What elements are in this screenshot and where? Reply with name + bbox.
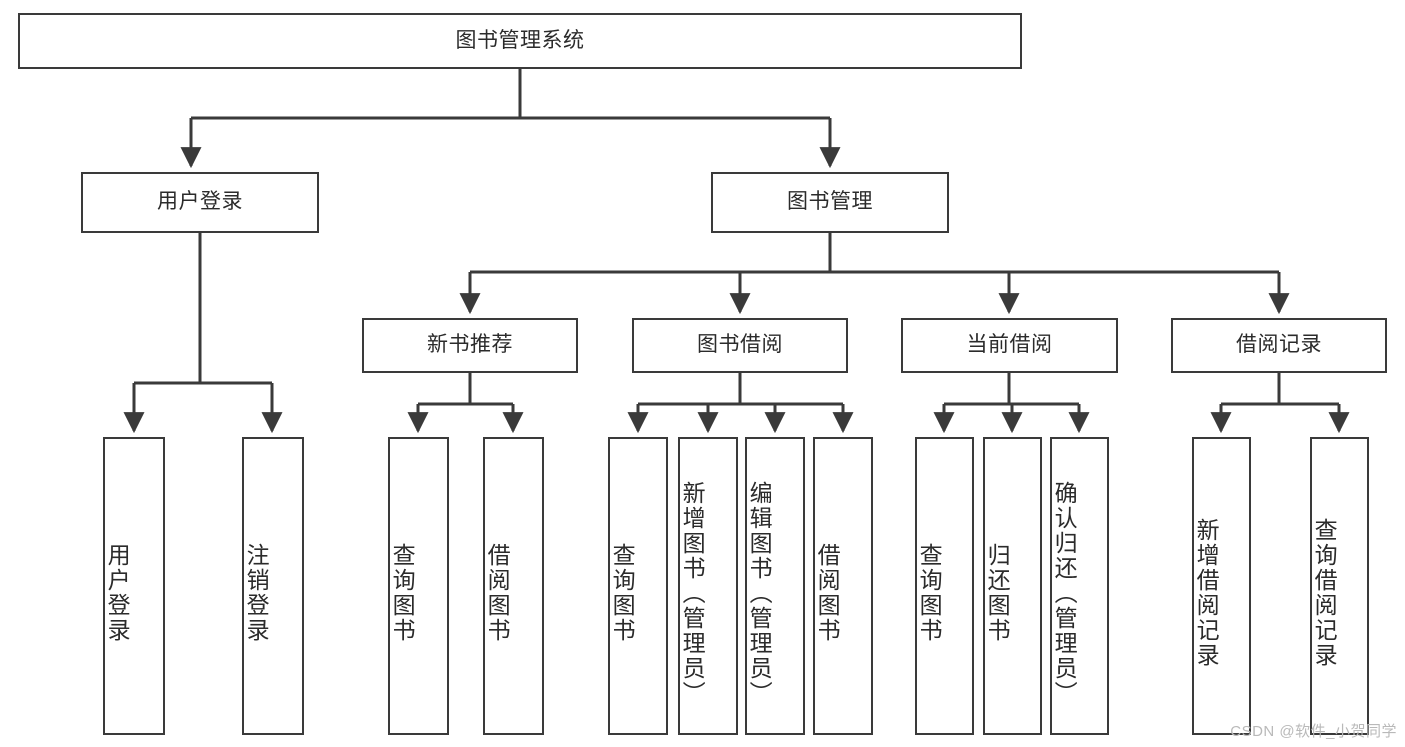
node-user-login-label: 用户登录 <box>157 190 243 214</box>
leaf-add-borrow-record[interactable]: 新增借阅记录 <box>1192 437 1251 735</box>
leaf-edit-book-admin[interactable]: 编辑图书（管理员） <box>745 437 805 735</box>
node-current-borrow-label: 当前借阅 <box>966 333 1053 357</box>
leaf-user-login-label: 用户登录 <box>104 543 131 643</box>
leaf-borrow-book-2[interactable]: 借阅图书 <box>813 437 873 735</box>
node-current-borrow[interactable]: 当前借阅 <box>901 318 1118 373</box>
leaf-borrow-book-1-label: 借阅图书 <box>484 543 511 643</box>
leaf-borrow-book-1[interactable]: 借阅图书 <box>483 437 544 735</box>
node-new-book-recommend-label: 新书推荐 <box>427 333 513 357</box>
leaf-query-book-1-label: 查询图书 <box>389 543 416 643</box>
leaf-query-book-3[interactable]: 查询图书 <box>915 437 974 735</box>
leaf-query-borrow-record[interactable]: 查询借阅记录 <box>1310 437 1369 735</box>
leaf-add-book-admin-label: 新增图书（管理员） <box>679 480 706 706</box>
node-new-book-recommend[interactable]: 新书推荐 <box>362 318 578 373</box>
node-borrow-record-label: 借阅记录 <box>1236 333 1322 357</box>
leaf-user-login[interactable]: 用户登录 <box>103 437 165 735</box>
leaf-logout[interactable]: 注销登录 <box>242 437 304 735</box>
leaf-edit-book-admin-label: 编辑图书（管理员） <box>746 480 773 706</box>
leaf-add-borrow-record-label: 新增借阅记录 <box>1193 518 1220 668</box>
leaf-return-book[interactable]: 归还图书 <box>983 437 1042 735</box>
leaf-query-book-2-label: 查询图书 <box>609 543 636 643</box>
leaf-logout-label: 注销登录 <box>243 543 270 643</box>
node-user-login[interactable]: 用户登录 <box>81 172 319 233</box>
leaf-query-book-2[interactable]: 查询图书 <box>608 437 668 735</box>
csdn-watermark: CSDN @软件_小贺同学 <box>1230 723 1397 740</box>
node-book-borrow-label: 图书借阅 <box>697 333 783 357</box>
leaf-query-book-3-label: 查询图书 <box>916 543 943 643</box>
leaf-return-book-label: 归还图书 <box>984 543 1011 643</box>
node-book-manage-label: 图书管理 <box>787 190 873 214</box>
node-book-manage[interactable]: 图书管理 <box>711 172 949 233</box>
leaf-borrow-book-2-label: 借阅图书 <box>814 543 841 643</box>
leaf-query-borrow-record-label: 查询借阅记录 <box>1311 518 1338 668</box>
leaf-confirm-return-admin-label: 确认归还（管理员） <box>1051 480 1078 706</box>
leaf-query-book-1[interactable]: 查询图书 <box>388 437 449 735</box>
node-borrow-record[interactable]: 借阅记录 <box>1171 318 1387 373</box>
leaf-add-book-admin[interactable]: 新增图书（管理员） <box>678 437 738 735</box>
leaf-confirm-return-admin[interactable]: 确认归还（管理员） <box>1050 437 1109 735</box>
node-book-borrow[interactable]: 图书借阅 <box>632 318 848 373</box>
node-root[interactable]: 图书管理系统 <box>18 13 1022 69</box>
node-root-label: 图书管理系统 <box>455 28 585 52</box>
